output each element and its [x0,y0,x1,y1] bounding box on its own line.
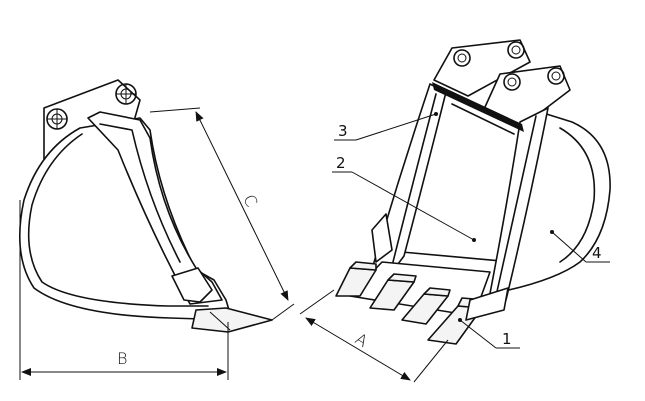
hinge-bracket-left [433,39,531,97]
callout-3-label: 3 [338,122,348,140]
side-tooth [191,307,273,333]
side-plate-inner [99,123,181,263]
callout-2: 2 [332,154,476,242]
pin-hole-left [46,108,68,130]
rear-shell [499,111,611,293]
perspective-bucket [335,39,611,345]
bucket-teeth [335,261,509,345]
hinge-pin-right-a [503,73,521,91]
callout-4: 4 [550,230,610,263]
hinge-pin-right-b [547,67,565,85]
side-view-bucket [19,79,273,333]
callout-4-label: 4 [592,244,602,262]
rear-shell-inner [559,127,596,263]
callout-3: 3 [334,112,438,141]
hinge-pin-left-b [507,41,525,59]
dimension-b-label: B [117,349,127,368]
dimension-b: B [19,200,229,380]
callout-1-label: 1 [502,330,512,348]
callout-2-label: 2 [336,154,346,172]
callout-1: 1 [458,318,520,349]
shell-inner-line [27,133,209,307]
top-crossbar [432,82,524,132]
hinge-pin-left-a [453,49,471,67]
side-cutter [465,287,509,321]
pin-hole-right [115,83,137,105]
